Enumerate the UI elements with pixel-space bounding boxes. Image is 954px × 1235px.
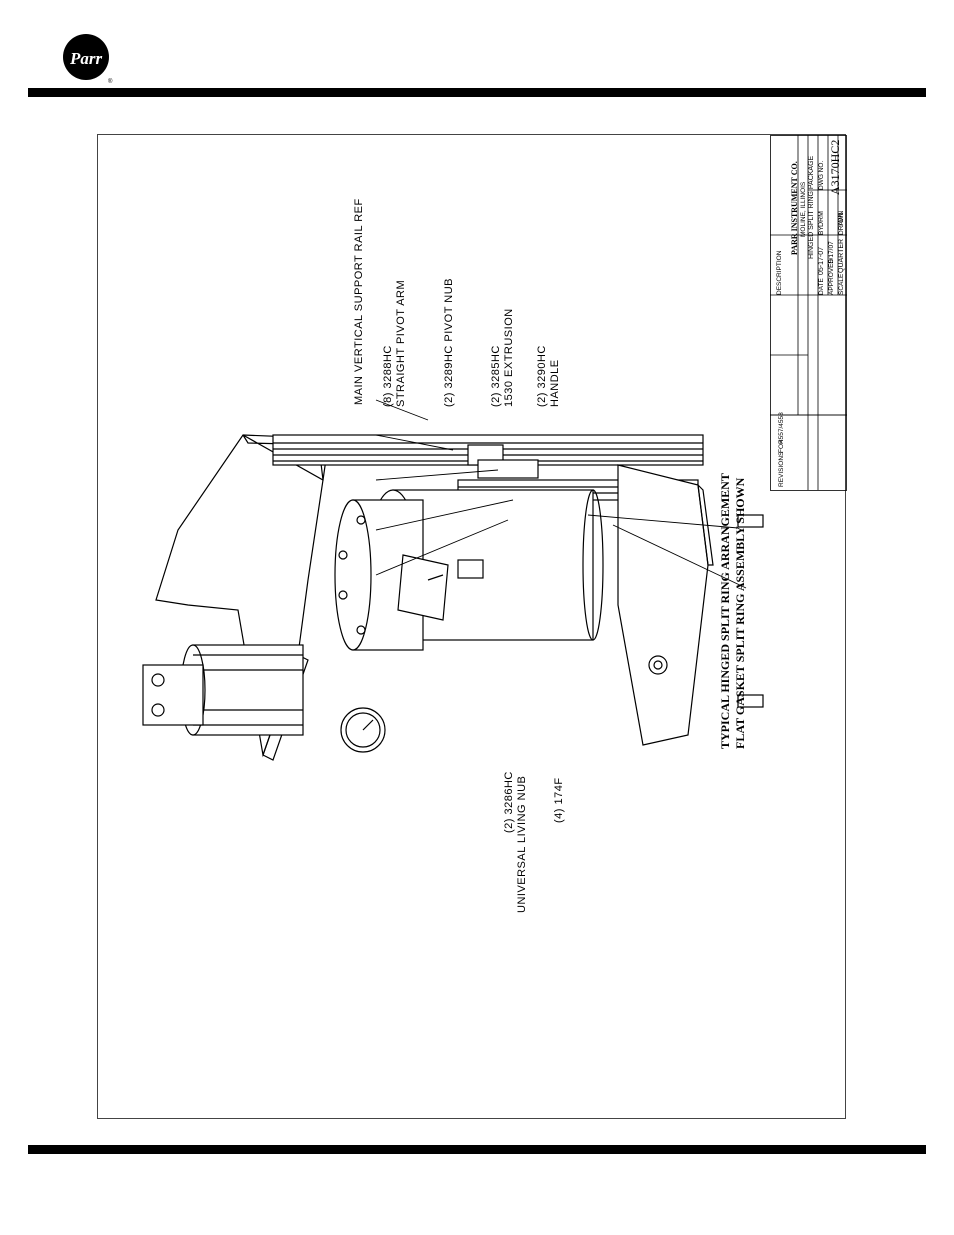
revisions-value: 4557/4558 bbox=[778, 412, 785, 443]
title-dwg-label: DWG NO. bbox=[818, 160, 825, 190]
title-date: 05-17-07 bbox=[818, 246, 825, 275]
title-drawn: TDN bbox=[838, 212, 845, 227]
registered-mark: ® bbox=[108, 78, 113, 85]
callout-bolt: (4) 174F bbox=[553, 777, 565, 823]
title-block bbox=[770, 135, 847, 491]
title-by-label: BY bbox=[818, 226, 825, 235]
callout-extrusion-part: (2) 3285HC bbox=[490, 345, 502, 407]
title-by: DRM bbox=[818, 211, 825, 227]
logo-text: Parr bbox=[69, 49, 103, 68]
title-location: MOLINE, ILLINOIS bbox=[800, 181, 807, 237]
callout-pivot-arm-part: (8) 3288HC bbox=[382, 345, 394, 407]
callout-handle-part: (2) 3290HC bbox=[536, 345, 548, 407]
title-date-label: DATE bbox=[818, 278, 825, 295]
caption-line-2: FLAT GASKET SPLIT RING ASSEMBLY SHOWN bbox=[733, 477, 747, 749]
title-scale-label: SCALE bbox=[838, 273, 845, 295]
drawing-sheet: MAIN VERTICAL SUPPORT RAIL REF (8) 3288H… bbox=[97, 134, 847, 1119]
callout-living-nub-part: (2) 3286HC bbox=[503, 771, 515, 833]
callout-pivot-nub: (2) 3289HC PIVOT NUB bbox=[443, 277, 455, 407]
title-description: HINGED SPLIT RING PACKAGE bbox=[808, 155, 815, 259]
footer-rule bbox=[28, 1145, 926, 1154]
title-company: PARR INSTRUMENT CO. bbox=[790, 161, 799, 255]
callout-living-nub-desc: UNIVERSAL LIVING NUB bbox=[516, 775, 528, 913]
title-description-label: DESCRIPTION bbox=[776, 250, 783, 295]
callout-pivot-arm-desc: STRAIGHT PIVOT ARM bbox=[395, 279, 407, 407]
title-dwg-no: A3170HC2 bbox=[828, 139, 842, 195]
revisions-label: REVISIONS bbox=[778, 451, 785, 487]
title-scale: QUARTER bbox=[838, 238, 845, 273]
callout-support-rail: MAIN VERTICAL SUPPORT RAIL REF bbox=[353, 198, 365, 405]
callout-extrusion-desc: 1530 EXTRUSION bbox=[503, 308, 515, 407]
title-approved: 5/17/07 bbox=[828, 241, 835, 263]
parr-logo: Parr ® bbox=[63, 34, 113, 85]
title-approved-label: APPROVED bbox=[828, 258, 835, 295]
header-rule bbox=[28, 88, 926, 97]
assembly-drawing bbox=[142, 399, 764, 761]
callout-handle-desc: HANDLE bbox=[549, 359, 561, 407]
caption-line-1: TYPICAL HINGED SPLIT RING ARRANGEMENT bbox=[718, 473, 732, 749]
